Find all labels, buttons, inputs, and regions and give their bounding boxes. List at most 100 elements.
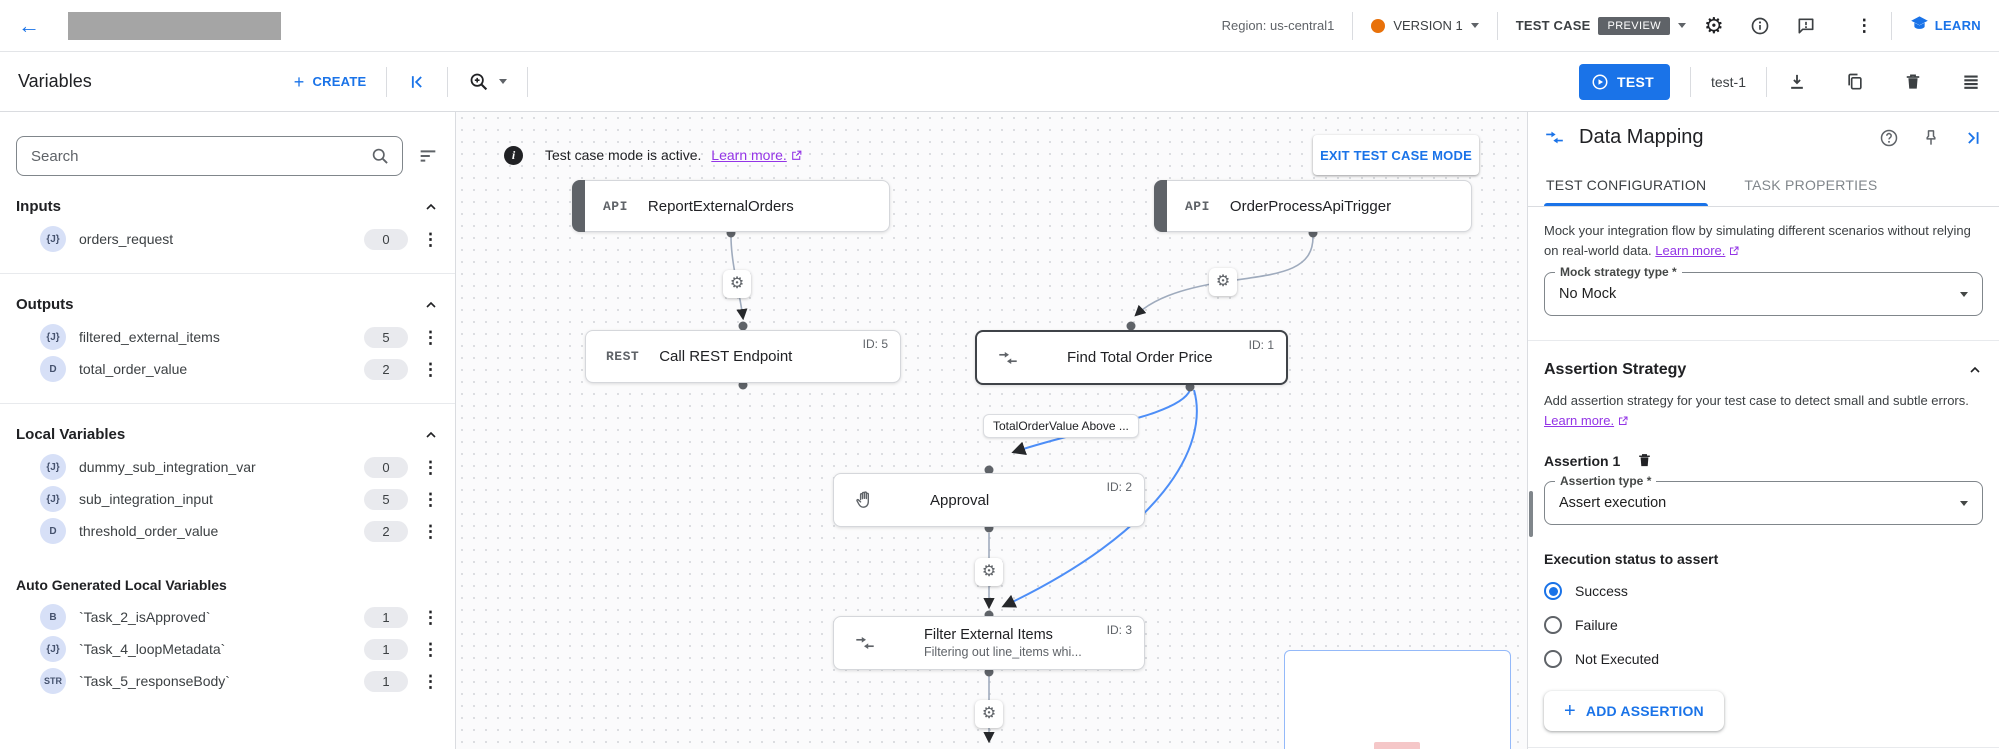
delete-assertion-icon[interactable] — [1636, 452, 1653, 469]
banner-text: Test case mode is active. — [545, 147, 702, 163]
node-order-process-api-trigger[interactable]: API OrderProcessApiTrigger — [1154, 180, 1472, 232]
learn-button[interactable]: LEARN — [1910, 14, 1981, 38]
info-icon[interactable] — [1750, 16, 1770, 36]
usage-count-badge: 1 — [364, 606, 408, 628]
zoom-control[interactable] — [468, 71, 508, 92]
variable-row[interactable]: D total_order_value 2 ⋮ — [16, 353, 439, 385]
search-input[interactable] — [31, 147, 370, 165]
pin-icon[interactable] — [1921, 128, 1941, 148]
version-selector[interactable]: VERSION 1 — [1371, 18, 1479, 33]
tab-test-configuration[interactable]: TEST CONFIGURATION — [1544, 165, 1709, 206]
create-variable-button[interactable]: + CREATE — [293, 71, 367, 92]
mock-learn-more-link[interactable]: Learn more. — [1655, 242, 1726, 258]
section-auto-generated-header: Auto Generated Local Variables — [16, 577, 227, 593]
toolbar-right: TEST test-1 — [1579, 63, 1981, 100]
row-menu-icon[interactable]: ⋮ — [422, 607, 439, 627]
row-menu-icon[interactable]: ⋮ — [422, 521, 439, 541]
edge-condition-label[interactable]: TotalOrderValue Above ... — [983, 414, 1139, 438]
node-call-rest-endpoint[interactable]: REST Call REST Endpoint ID: 5 — [585, 330, 901, 383]
preview-badge: PREVIEW — [1598, 16, 1670, 35]
add-assertion-button[interactable]: + ADD ASSERTION — [1544, 691, 1724, 731]
row-menu-icon[interactable]: ⋮ — [422, 229, 439, 249]
usage-count-badge: 2 — [364, 358, 408, 380]
row-menu-icon[interactable]: ⋮ — [422, 671, 439, 691]
feedback-icon[interactable] — [1796, 16, 1816, 36]
plus-icon: + — [293, 71, 305, 92]
radio-not-executed[interactable]: Not Executed — [1544, 649, 1983, 669]
variable-row[interactable]: {J} orders_request 0 ⋮ — [16, 223, 439, 255]
usage-count-badge: 5 — [364, 326, 408, 348]
help-icon[interactable] — [1879, 128, 1899, 148]
node-approval[interactable]: Approval ID: 2 — [833, 473, 1145, 527]
variable-row[interactable]: STR `Task_5_responseBody` 1 ⋮ — [16, 665, 439, 697]
mock-description: Mock your integration flow by simulating… — [1544, 223, 1971, 258]
node-id: ID: 1 — [1248, 338, 1274, 352]
radio-button-icon — [1544, 616, 1562, 634]
edge-gear-icon[interactable]: ⚙ — [975, 558, 1003, 586]
divider — [1528, 747, 1999, 748]
variable-row[interactable]: {J} dummy_sub_integration_var 0 ⋮ — [16, 451, 439, 483]
radio-success[interactable]: Success — [1544, 581, 1983, 601]
field-label: Mock strategy type * — [1555, 265, 1682, 279]
variable-row[interactable]: B `Task_2_isApproved` 1 ⋮ — [16, 601, 439, 633]
assertion-type-select[interactable]: Assertion type * Assert execution — [1544, 474, 1983, 525]
row-menu-icon[interactable]: ⋮ — [422, 639, 439, 659]
divider — [527, 66, 529, 97]
assertion-strategy-header[interactable]: Assertion Strategy — [1544, 361, 1983, 379]
row-menu-icon[interactable]: ⋮ — [422, 327, 439, 347]
node-id: ID: 2 — [1106, 480, 1132, 494]
list-view-icon[interactable] — [1961, 72, 1981, 92]
settings-gear-icon[interactable]: ⚙ — [1703, 12, 1724, 38]
divider — [1689, 66, 1691, 97]
variable-row[interactable]: D threshold_order_value 2 ⋮ — [16, 515, 439, 547]
top-bar: ← Region: us-central1 VERSION 1 TEST CAS… — [0, 0, 1999, 52]
usage-count-badge: 1 — [364, 670, 408, 692]
sort-filter-icon[interactable] — [417, 145, 439, 167]
usage-count-badge: 5 — [364, 488, 408, 510]
sub-integration-frame[interactable] — [1284, 650, 1511, 749]
test-button[interactable]: TEST — [1579, 63, 1670, 100]
exit-test-case-mode-button[interactable]: EXIT TEST CASE MODE — [1313, 135, 1479, 175]
section-outputs-header[interactable]: Outputs — [16, 296, 439, 313]
banner-learn-more-link[interactable]: Learn more. — [711, 147, 787, 163]
variable-row[interactable]: {J} filtered_external_items 5 ⋮ — [16, 321, 439, 353]
download-icon[interactable] — [1787, 72, 1807, 92]
test-case-selector[interactable]: TEST CASE PREVIEW — [1516, 16, 1686, 35]
flow-canvas[interactable]: i Test case mode is active. Learn more. … — [456, 112, 1527, 749]
edge-gear-icon[interactable]: ⚙ — [1209, 268, 1237, 296]
row-menu-icon[interactable]: ⋮ — [422, 359, 439, 379]
more-options-icon[interactable]: ⋮ — [1855, 16, 1873, 35]
usage-count-badge: 1 — [364, 638, 408, 660]
chevron-up-icon — [423, 199, 439, 215]
assertion-learn-more-link[interactable]: Learn more. — [1544, 412, 1615, 428]
row-menu-icon[interactable]: ⋮ — [422, 457, 439, 477]
divider — [1528, 340, 1999, 341]
test-case-name: test-1 — [1710, 73, 1746, 90]
copy-icon[interactable] — [1845, 72, 1865, 92]
edge-gear-icon[interactable]: ⚙ — [723, 270, 751, 298]
section-inputs-header[interactable]: Inputs — [16, 198, 439, 215]
variable-row[interactable]: {J} `Task_4_loopMetadata` 1 ⋮ — [16, 633, 439, 665]
radio-failure[interactable]: Failure — [1544, 615, 1983, 635]
section-local-variables-header[interactable]: Local Variables — [16, 426, 439, 443]
edge-gear-icon[interactable]: ⚙ — [975, 700, 1003, 728]
collapse-panel-icon[interactable] — [407, 72, 427, 92]
node-id: ID: 5 — [862, 337, 888, 351]
node-report-external-orders[interactable]: API ReportExternalOrders — [572, 180, 890, 232]
chevron-down-icon — [1960, 500, 1968, 506]
panel-scrollbar[interactable] — [1529, 491, 1533, 537]
node-find-total-order-price[interactable]: Find Total Order Price ID: 1 — [975, 330, 1288, 385]
close-panel-icon[interactable] — [1963, 128, 1983, 148]
divider — [0, 273, 455, 274]
node-filter-external-items[interactable]: Filter External Items Filtering out line… — [833, 616, 1145, 670]
back-arrow-icon[interactable]: ← — [18, 12, 40, 38]
delete-icon[interactable] — [1903, 72, 1923, 92]
zoom-in-icon — [468, 71, 489, 92]
mock-strategy-select[interactable]: Mock strategy type * No Mock — [1544, 265, 1983, 316]
variable-row[interactable]: {J} sub_integration_input 5 ⋮ — [16, 483, 439, 515]
tab-task-properties[interactable]: TASK PROPERTIES — [1744, 177, 1878, 193]
variable-type-icon: B — [40, 604, 66, 630]
assertion-description: Add assertion strategy for your test cas… — [1544, 393, 1969, 428]
top-bar-icons: ⚙ ⋮ — [1703, 12, 1873, 38]
row-menu-icon[interactable]: ⋮ — [422, 489, 439, 509]
